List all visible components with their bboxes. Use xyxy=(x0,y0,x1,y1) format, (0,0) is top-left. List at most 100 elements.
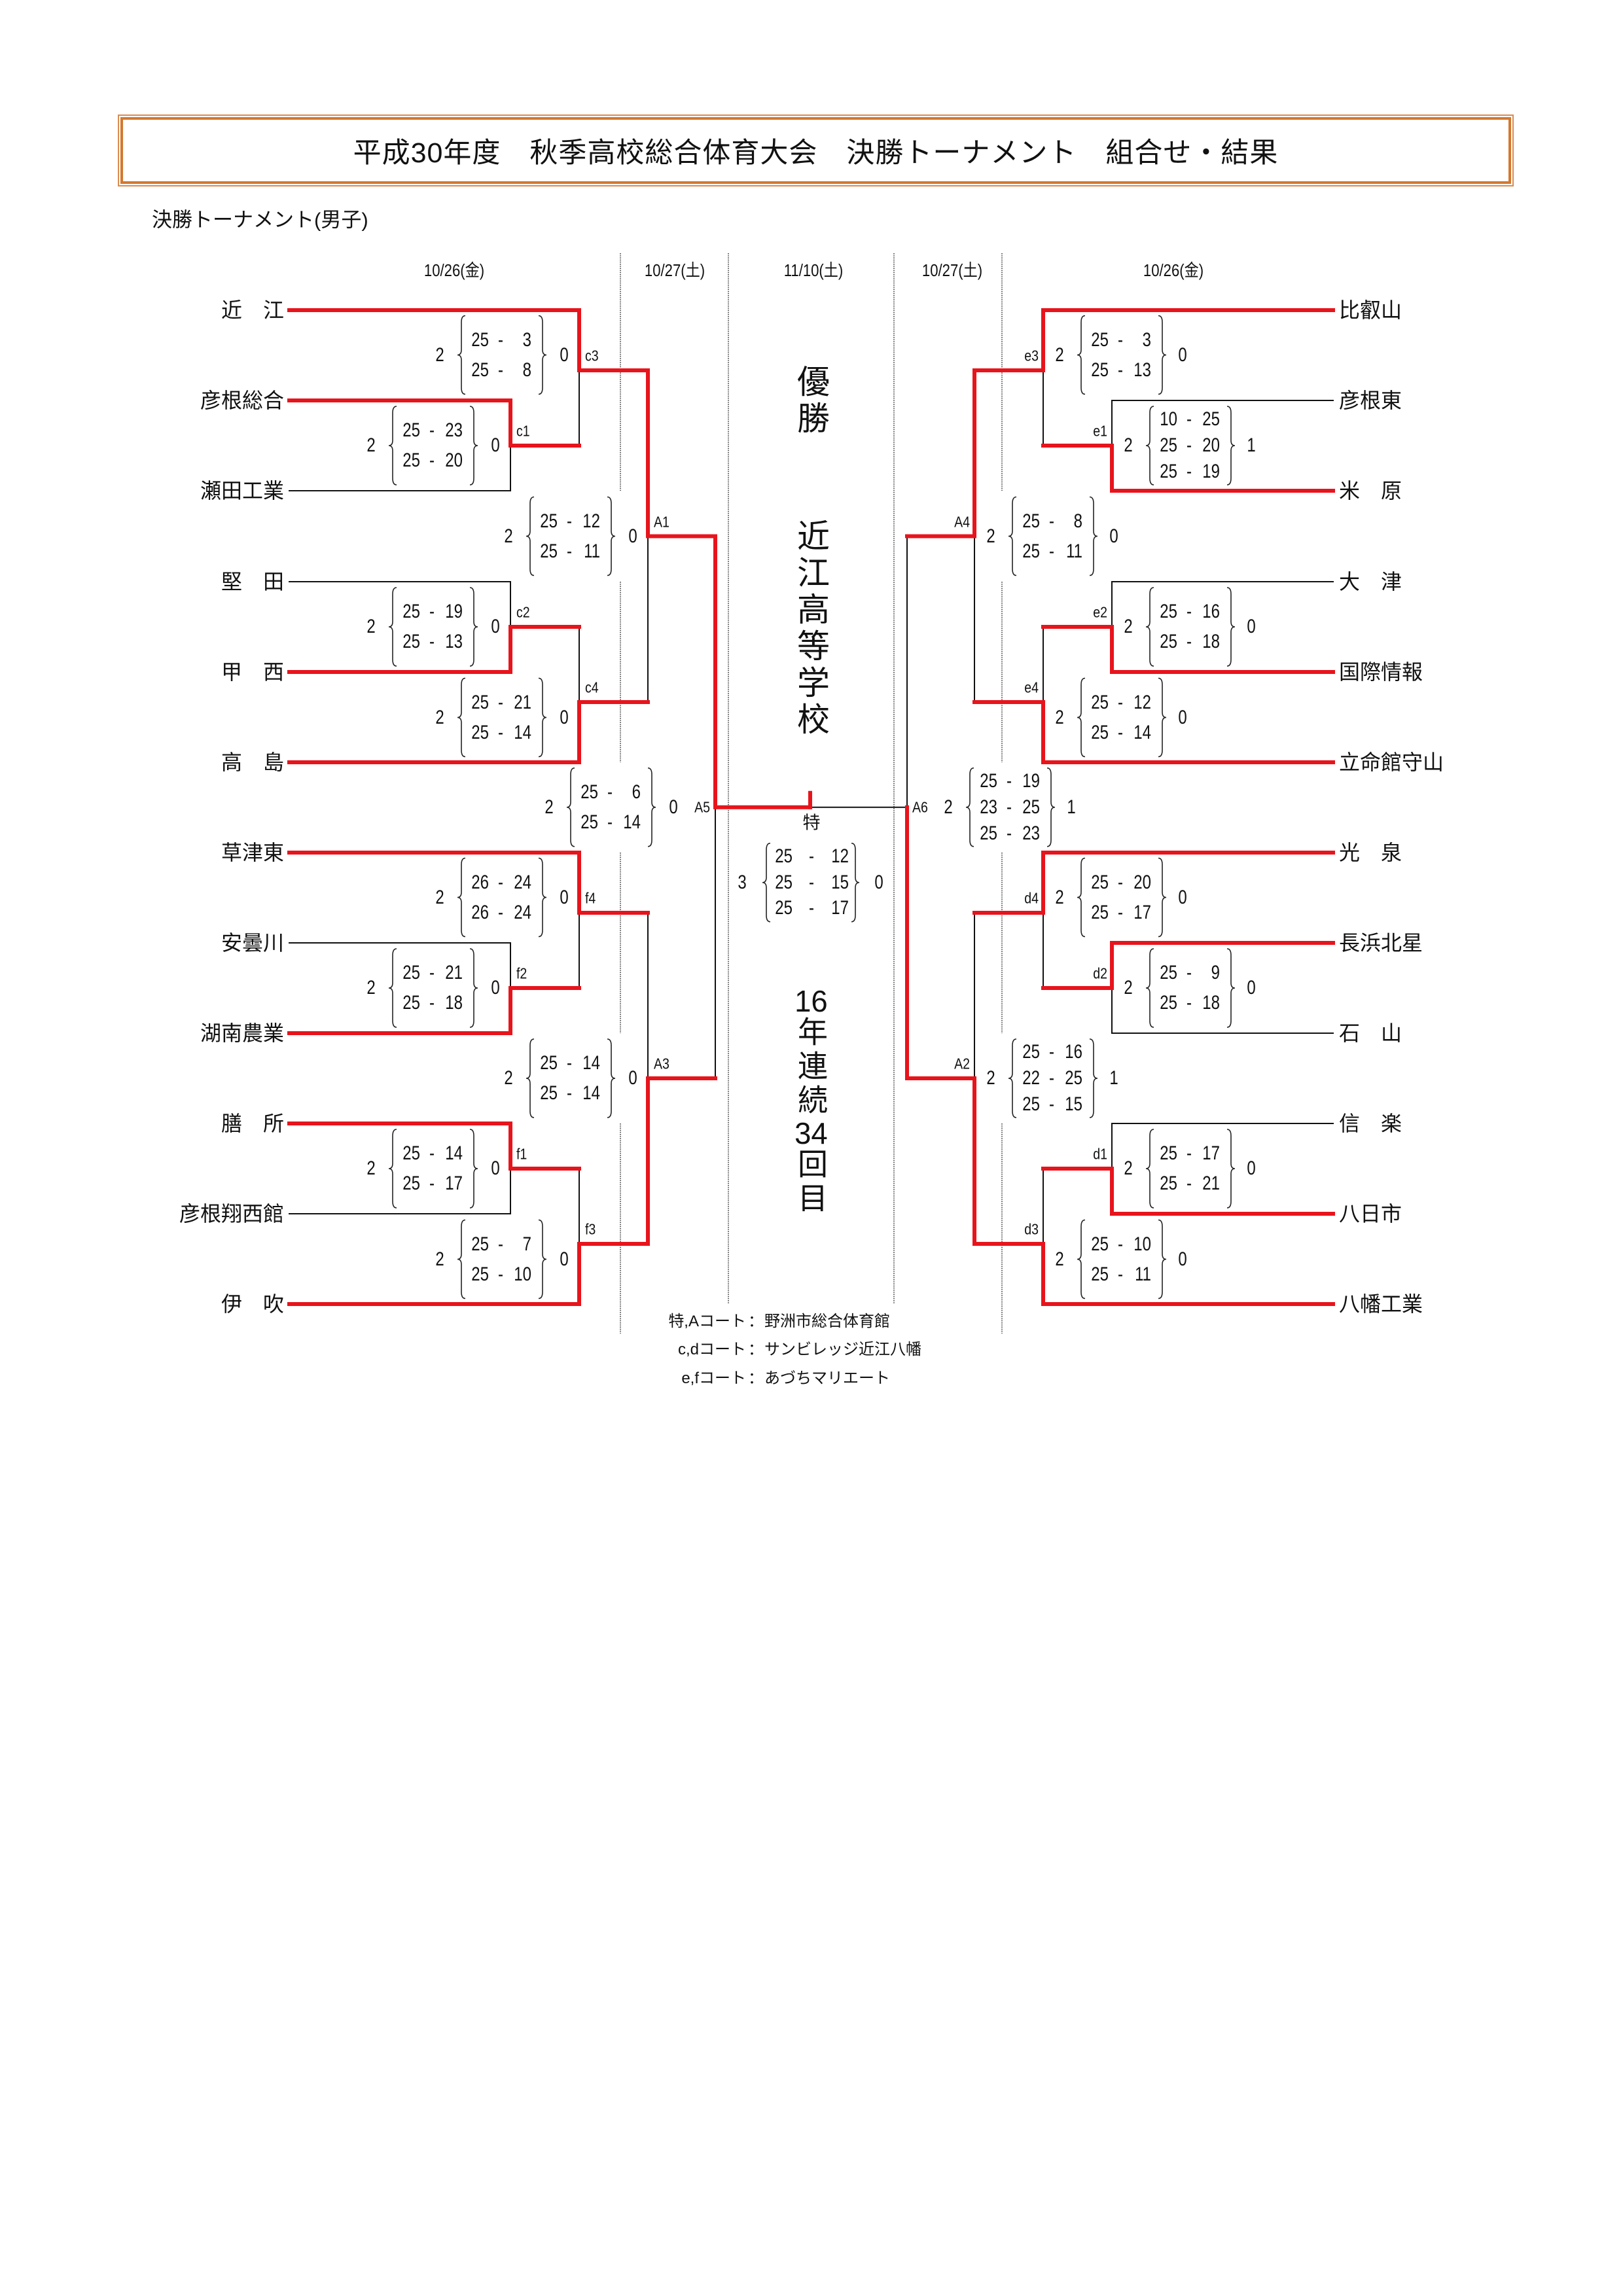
venue-place: サンビレッジ近江八幡 xyxy=(764,1341,921,1358)
set-points-dash: - xyxy=(429,419,435,441)
set-points-loser: 3 xyxy=(522,328,531,351)
team-name: 草津東 xyxy=(221,841,284,864)
left-brace-icon xyxy=(388,1129,397,1209)
set-points-loser: 23 xyxy=(445,419,463,441)
set-points-loser: 19 xyxy=(1022,769,1040,792)
set-points-loser: 8 xyxy=(522,359,531,381)
set-points-winner: 25 xyxy=(402,450,420,471)
set-points-winner: 25 xyxy=(402,601,420,622)
left-brace-icon xyxy=(762,842,771,923)
set-points-dash: - xyxy=(1186,434,1192,456)
set-points-loser: 20 xyxy=(1133,871,1151,893)
title-box: 平成30年度 秋季高校総合体育大会 決勝トーナメント 組合せ・結果 xyxy=(118,115,1514,186)
team-name: 八日市 xyxy=(1339,1202,1402,1226)
left-brace-icon xyxy=(1145,948,1154,1028)
venue-separator: ： xyxy=(748,1341,764,1358)
champion-streak-note: 16年連続34回目 xyxy=(794,986,828,1216)
page-title: 平成30年度 秋季高校総合体育大会 決勝トーナメント 組合せ・結果 xyxy=(353,137,1279,169)
final-set-points-dash: - xyxy=(809,871,814,893)
champion-school: 近江高等学校 xyxy=(793,519,829,739)
match-code-label: c1 xyxy=(516,422,530,440)
left-brace-icon xyxy=(388,587,397,667)
loser-set-count: 0 xyxy=(1247,1157,1256,1179)
match-code-label: A6 xyxy=(912,798,928,816)
right-brace-icon xyxy=(607,1038,616,1118)
match-code-label: d2 xyxy=(1093,964,1107,982)
match-code-label: f3 xyxy=(585,1220,596,1238)
set-points-loser: 17 xyxy=(1133,901,1151,923)
loser-set-count: 0 xyxy=(560,706,569,728)
team-name: 彦根東 xyxy=(1339,389,1402,412)
match-code-label: c2 xyxy=(516,603,530,621)
loser-set-count: 1 xyxy=(1247,434,1256,456)
set-points-loser: 14 xyxy=(1133,721,1151,743)
set-points-winner: 25 xyxy=(402,419,420,441)
winner-set-count: 2 xyxy=(1055,706,1064,728)
winner-set-count: 2 xyxy=(366,977,376,998)
set-points-loser: 18 xyxy=(1202,992,1220,1014)
team-name: 堅 田 xyxy=(221,570,284,593)
title-box-inner: 平成30年度 秋季高校総合体育大会 決勝トーナメント 組合せ・結果 xyxy=(120,117,1511,184)
left-brace-icon xyxy=(1145,1129,1154,1209)
set-points-dash: - xyxy=(1118,691,1123,713)
set-points-winner: 25 xyxy=(402,992,420,1014)
set-points-winner: 25 xyxy=(540,1052,558,1074)
set-points-loser: 18 xyxy=(445,992,463,1014)
set-points-dash: - xyxy=(1186,992,1192,1014)
set-points-loser: 11 xyxy=(584,540,600,562)
loser-set-count: 0 xyxy=(560,886,569,908)
right-brace-icon xyxy=(1089,1038,1098,1118)
left-brace-icon xyxy=(457,315,466,395)
final-set-points-dash: - xyxy=(809,845,814,868)
set-points-loser: 25 xyxy=(1065,1067,1082,1089)
set-points-loser: 21 xyxy=(445,962,463,983)
set-points-dash: - xyxy=(498,871,503,893)
right-brace-icon xyxy=(538,1219,547,1299)
set-points-winner: 25 xyxy=(1022,510,1040,532)
right-brace-icon xyxy=(1226,587,1236,667)
set-points-winner: 25 xyxy=(1160,631,1177,652)
set-points-winner: 25 xyxy=(580,811,598,833)
set-points-dash: - xyxy=(567,1082,572,1104)
right-brace-icon xyxy=(469,406,478,486)
set-points-winner: 25 xyxy=(1022,1093,1040,1115)
left-brace-icon xyxy=(1145,587,1154,667)
left-brace-icon xyxy=(457,857,466,938)
winner-set-count: 2 xyxy=(986,525,995,547)
set-points-winner: 25 xyxy=(1091,721,1109,743)
set-points-winner: 25 xyxy=(1160,434,1177,456)
set-points-loser: 10 xyxy=(514,1263,531,1285)
winner-set-count: 2 xyxy=(1055,1248,1064,1270)
set-points-winner: 25 xyxy=(471,328,489,351)
winner-set-count: 2 xyxy=(1124,616,1133,637)
loser-set-count: 0 xyxy=(491,616,500,637)
team-name: 伊 吹 xyxy=(221,1292,284,1316)
set-points-loser: 23 xyxy=(1022,822,1040,844)
left-brace-icon xyxy=(1077,1219,1086,1299)
right-brace-icon xyxy=(1158,677,1167,758)
left-brace-icon xyxy=(526,496,535,576)
set-points-loser: 21 xyxy=(1202,1173,1220,1194)
set-points-loser: 24 xyxy=(514,901,531,923)
set-points-dash: - xyxy=(1118,901,1123,923)
set-points-winner: 25 xyxy=(402,1173,420,1194)
set-points-winner: 23 xyxy=(980,796,997,818)
right-brace-icon xyxy=(1089,496,1098,576)
set-points-dash: - xyxy=(1186,601,1192,622)
set-points-dash: - xyxy=(1049,1093,1054,1115)
left-brace-icon xyxy=(1008,1038,1017,1118)
loser-set-count: 0 xyxy=(560,1248,569,1270)
set-points-winner: 25 xyxy=(980,769,997,792)
set-points-loser: 25 xyxy=(1202,408,1220,430)
set-points-winner: 25 xyxy=(471,721,489,743)
set-points-loser: 7 xyxy=(522,1233,531,1255)
set-points-winner: 25 xyxy=(471,359,489,381)
winner-set-count: 2 xyxy=(544,796,554,818)
set-points-dash: - xyxy=(1118,1233,1123,1255)
winner-set-count: 2 xyxy=(1055,344,1064,366)
loser-set-count: 0 xyxy=(560,344,569,366)
set-points-dash: - xyxy=(607,811,613,833)
match-code-label: e2 xyxy=(1093,603,1107,621)
date-header-final: 11/10(土) xyxy=(783,260,844,280)
